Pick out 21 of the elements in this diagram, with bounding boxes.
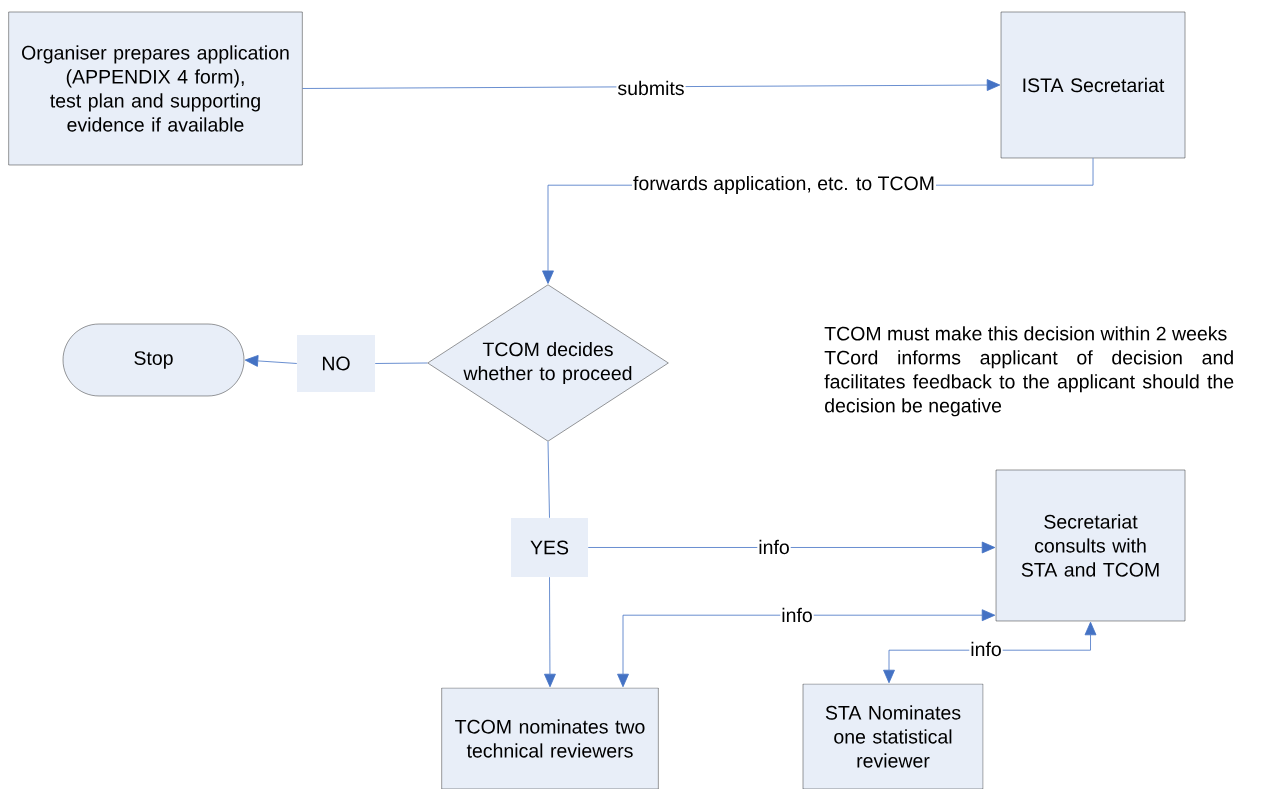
- edge-label: forwards application, etc. to TCOM: [632, 174, 936, 196]
- answer-box: YES: [511, 518, 588, 577]
- process-box: Secretariat consults with STA and TCOM: [995, 469, 1186, 622]
- terminal-box: Stop: [62, 323, 245, 397]
- edge-label: info: [757, 538, 791, 556]
- process-box: TCOM nominates two technical reviewers: [441, 687, 659, 789]
- arrow: [883, 621, 1097, 684]
- edge-label: info: [969, 640, 1003, 658]
- process-box: ISTA Secretariat: [1000, 11, 1186, 159]
- arrow: [302, 79, 1001, 91]
- arrow: [587, 541, 996, 554]
- arrow: [544, 576, 556, 688]
- edge-label: submits: [616, 79, 686, 97]
- arrow: [244, 355, 298, 367]
- process-box: STA Nominates one statistical reviewer: [802, 683, 984, 789]
- edge-label: info: [780, 606, 814, 624]
- arrow: [617, 609, 996, 688]
- note-text: TCOM must make this decision within 2 weeks: [824, 326, 1227, 341]
- process-box: Organiser prepares application (APPENDIX 4 form), test plan and supporting evidence if available: [8, 11, 303, 166]
- note-text: TCord informs applicant of decision and facilitates feedback to the applicant should the decision be negative: [824, 350, 1234, 417]
- answer-box: NO: [297, 335, 375, 392]
